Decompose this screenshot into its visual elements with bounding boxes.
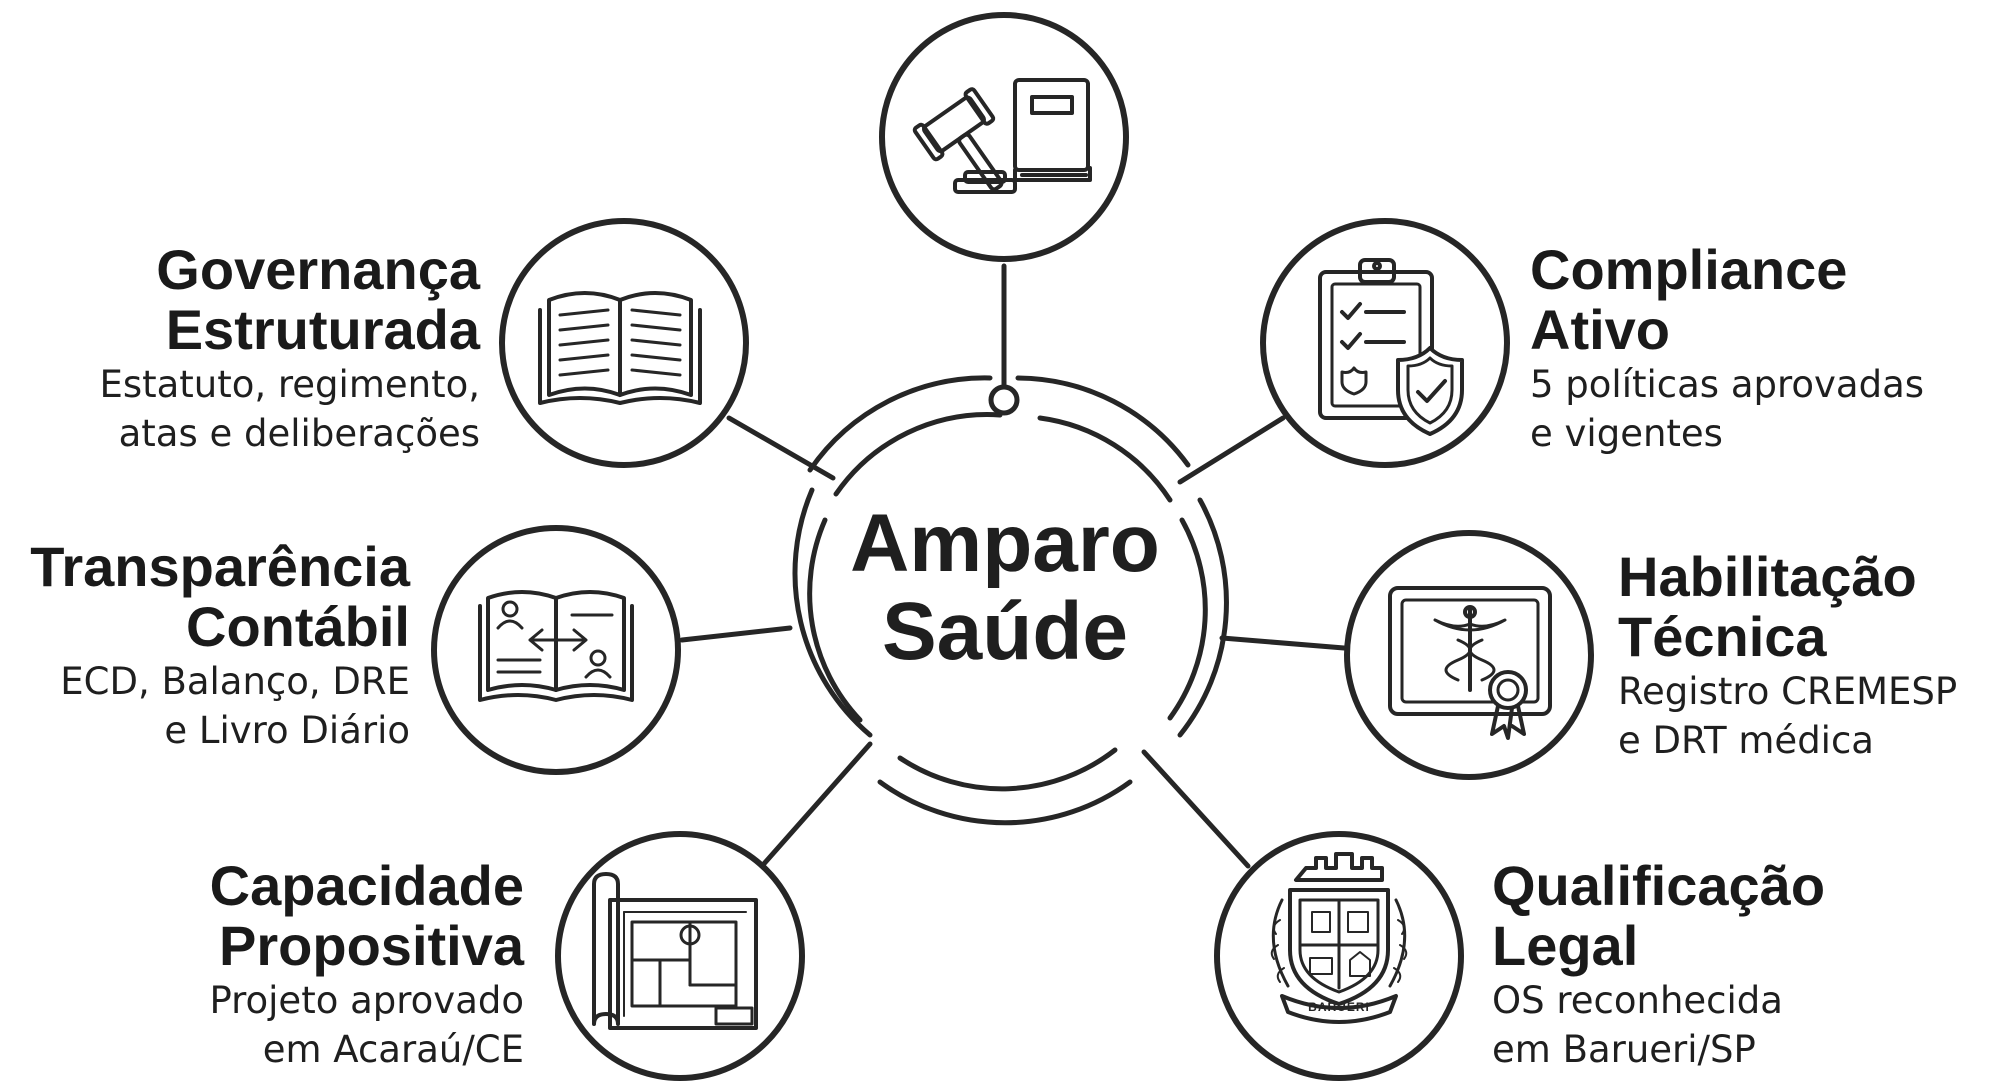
governanca-title-line2: Estruturada: [165, 298, 480, 361]
node-compliance-circle: [1260, 218, 1510, 468]
gavel-book-icon: [912, 78, 1092, 194]
qualificacao-desc-line1: OS reconhecida: [1492, 979, 1783, 1022]
label-qualificacao: Qualificação Legal OS reconhecida em Bar…: [1492, 856, 1825, 1074]
governanca-desc-line2: atas e deliberações: [118, 412, 480, 455]
capacidade-title-line1: Capacidade: [209, 854, 524, 917]
connector-compliance: [1177, 415, 1286, 485]
governanca-title-line1: Governança: [156, 238, 480, 301]
node-governanca-circle: [499, 218, 749, 468]
connector-qualificacao: [1141, 749, 1251, 869]
barueri-emblem-text: BARUERI: [1308, 1000, 1370, 1014]
label-compliance: Compliance Ativo 5 políticas aprovadas e…: [1530, 240, 1924, 458]
center-title-line2: Saúde: [881, 586, 1129, 677]
compliance-desc-line1: 5 políticas aprovadas: [1530, 363, 1925, 406]
compliance-title-line2: Ativo: [1530, 298, 1670, 361]
qualificacao-title-line1: Qualificação: [1492, 854, 1826, 917]
qualificacao-desc-line2: em Barueri/SP: [1492, 1028, 1756, 1071]
blueprint-icon: [592, 872, 758, 1030]
transparencia-desc-line1: ECD, Balanço, DRE: [60, 660, 410, 703]
open-book-icon: [538, 291, 702, 405]
center-title: Amparo Saúde: [815, 500, 1195, 676]
node-qualificacao-circle: [1214, 831, 1464, 1081]
habilitacao-desc-line1: Registro CREMESP: [1618, 670, 1958, 713]
connector-top-dot: [988, 384, 1020, 416]
clipboard-shield-icon: [1318, 258, 1464, 436]
habilitacao-title-line2: Técnica: [1618, 605, 1827, 668]
compliance-desc-line2: e vigentes: [1530, 412, 1723, 455]
node-top-circle: [879, 12, 1129, 262]
qualificacao-title-line2: Legal: [1492, 914, 1639, 977]
label-governanca: Governança Estruturada Estatuto, regimen…: [99, 240, 480, 458]
connector-capacidade: [759, 741, 873, 869]
habilitacao-title-line1: Habilitação: [1618, 545, 1917, 608]
connector-governanca: [726, 415, 836, 481]
governanca-desc-line1: Estatuto, regimento,: [99, 363, 480, 406]
node-capacidade-circle: [555, 831, 805, 1081]
transparencia-title-line1: Transparência: [30, 535, 410, 598]
compliance-title-line1: Compliance: [1530, 238, 1848, 301]
caduceus-certificate-icon: [1388, 586, 1552, 740]
capacidade-desc-line2: em Acaraú/CE: [262, 1028, 524, 1071]
node-habilitacao-circle: [1344, 530, 1594, 780]
capacidade-desc-line1: Projeto aprovado: [209, 979, 524, 1022]
capacidade-title-line2: Propositiva: [219, 914, 524, 977]
label-transparencia: Transparência Contábil ECD, Balanço, DRE…: [30, 537, 410, 755]
barueri-coat-of-arms-icon: [1270, 852, 1408, 1024]
center-ring: [792, 375, 1229, 826]
transparencia-title-line2: Contábil: [186, 595, 410, 658]
ledger-exchange-icon: [478, 590, 634, 702]
label-capacidade: Capacidade Propositiva Projeto aprovado …: [209, 856, 524, 1074]
transparencia-desc-line2: e Livro Diário: [164, 709, 410, 752]
label-habilitacao: Habilitação Técnica Registro CREMESP e D…: [1618, 547, 1957, 765]
node-transparencia-circle: [431, 525, 681, 775]
center-title-line1: Amparo: [850, 498, 1160, 589]
connector-transparencia: [679, 625, 793, 643]
habilitacao-desc-line2: e DRT médica: [1618, 719, 1874, 762]
connector-habilitacao: [1219, 635, 1347, 651]
